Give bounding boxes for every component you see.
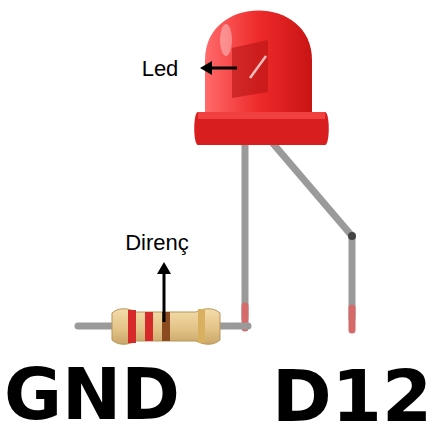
part-label: Direnç: [125, 232, 189, 254]
led-legs: [245, 140, 356, 330]
pin-name: GND: [4, 360, 180, 431]
leader-arrows: [157, 61, 237, 322]
led-symbol: [194, 11, 329, 146]
pin-name: D12: [272, 360, 432, 432]
part-label: Led: [142, 58, 179, 80]
